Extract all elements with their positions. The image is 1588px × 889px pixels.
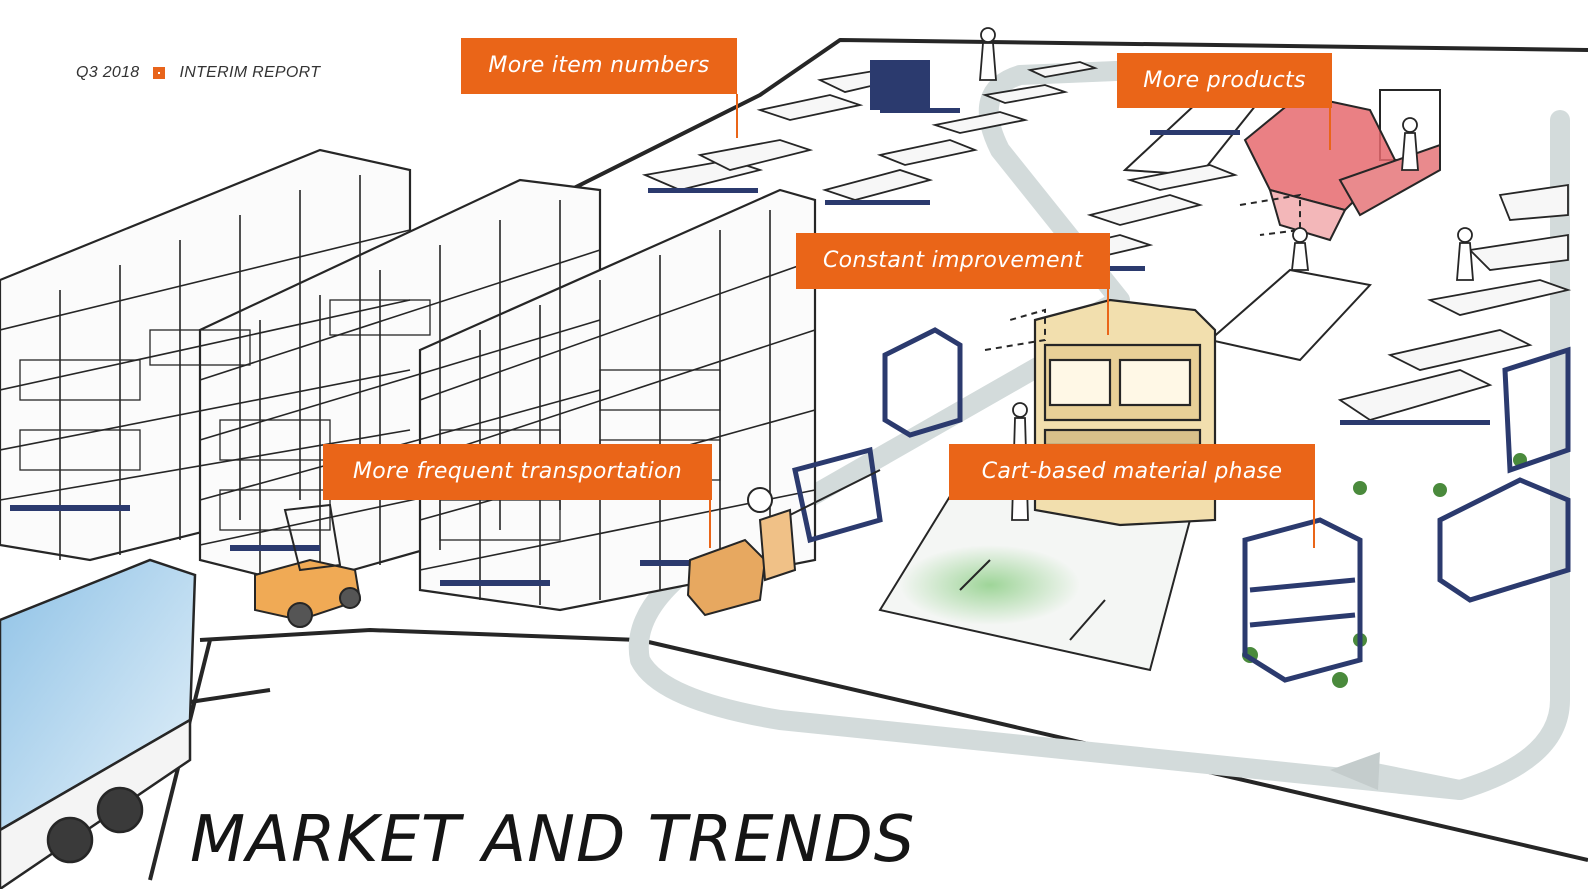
floor-lines — [959, 559, 1106, 641]
tugger — [686, 469, 881, 617]
report-name: INTERIM REPORT — [179, 64, 321, 81]
callout-transportation: More frequent transportation — [323, 444, 712, 500]
callout-leaders — [709, 94, 1331, 548]
report-period: Q3 2018 — [76, 64, 140, 81]
report-header: Q3 2018 INTERIM REPORT — [76, 64, 320, 82]
brand-square-icon — [153, 67, 166, 79]
page-title: MARKET AND TRENDS — [190, 803, 916, 877]
forklift — [254, 503, 362, 628]
framed-carts — [792, 327, 1571, 683]
path-arrow — [1330, 752, 1380, 790]
red-machine — [1243, 93, 1441, 242]
callout-improvement: Constant improvement — [796, 233, 1110, 289]
storage-racks — [0, 148, 817, 612]
green-spot — [900, 545, 1080, 625]
callout-item-numbers: More item numbers — [461, 38, 737, 94]
trailer — [0, 558, 197, 889]
callout-products: More products — [1117, 53, 1332, 108]
cart-trains — [641, 60, 1572, 688]
dashed-guide — [984, 193, 1301, 351]
callout-cart-based: Cart-based material phase — [949, 444, 1315, 500]
